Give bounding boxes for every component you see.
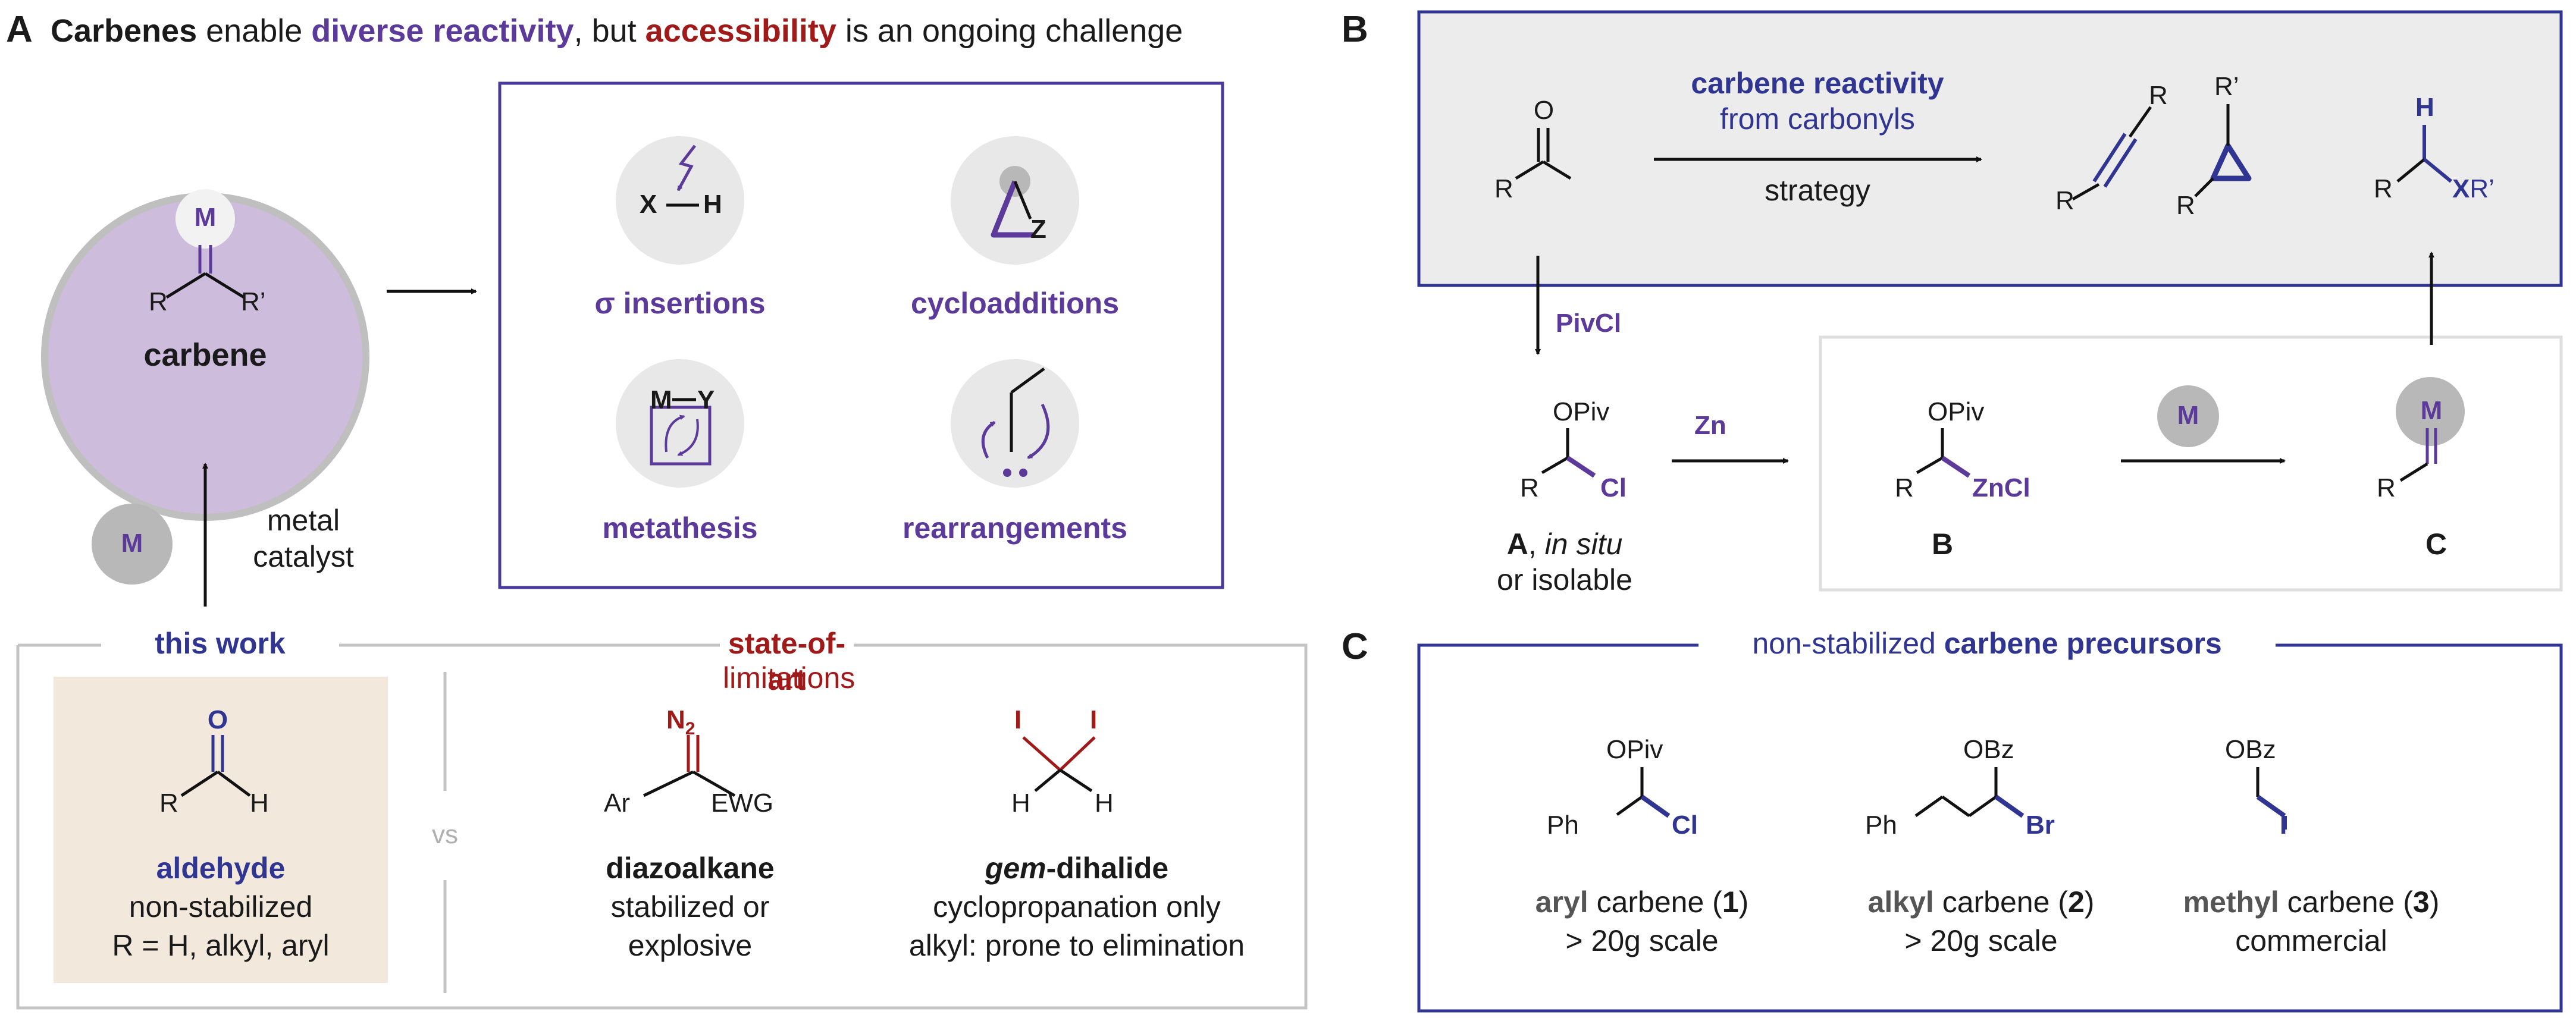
headline-diverse: diverse reactivity: [311, 13, 574, 49]
c2-ph: Ph: [1865, 810, 1897, 840]
diazo-n2: N2: [666, 705, 695, 739]
panel-b-letter: B: [1342, 9, 1368, 50]
aldehyde-name: aldehyde: [156, 852, 286, 885]
rearrangements-label: rearrangements: [902, 511, 1127, 545]
headline-accessibility: accessibility: [645, 13, 836, 49]
c3-scale: commercial: [2235, 924, 2387, 957]
aldehyde-o: O: [207, 705, 228, 734]
arrow-title-2: from carbonyls: [1720, 102, 1915, 136]
gem-i1: I: [1014, 705, 1022, 734]
c1-scale: > 20g scale: [1565, 924, 1719, 957]
cmpdB-r: R: [1895, 473, 1914, 502]
c1-label: aryl carbene (1): [1535, 885, 1749, 919]
c3-obz: OBz: [2225, 735, 2276, 764]
carbene-metal: M: [194, 203, 217, 232]
meta-m: M: [650, 385, 672, 414]
carbene-r2: R’: [241, 287, 266, 316]
pivcl-label: PivCl: [1556, 309, 1622, 338]
alkene-r-top: R: [2149, 81, 2168, 110]
metal-badge: [92, 504, 173, 585]
panel-c-letter: C: [1342, 626, 1368, 667]
cmpdA-label-2: or isolable: [1497, 563, 1632, 596]
cyclopropane-r: R: [2176, 191, 2195, 220]
diazo-line2: explosive: [628, 929, 753, 962]
sigma-x: X: [640, 190, 657, 219]
cmpdA-cl: Cl: [1600, 473, 1627, 502]
metal-badge-label: M: [121, 529, 143, 558]
product-xr: XR’: [2452, 174, 2494, 203]
cmpdB-label: B: [1931, 527, 1954, 561]
panel-c-title: non-stabilized carbene precursors: [1752, 627, 2222, 660]
headline-carbenes: Carbenes: [51, 13, 198, 49]
carbene-label: carbene: [143, 337, 267, 373]
cmpdB-opiv: OPiv: [1928, 397, 1985, 426]
sigma-insertions-label: σ insertions: [594, 287, 766, 320]
c2-obz: OBz: [1963, 735, 2014, 764]
c1-ph: Ph: [1547, 810, 1579, 840]
limitations-label: limitations: [723, 661, 855, 695]
cmpdC-label: C: [2425, 527, 2447, 561]
strat-aldehyde-o: O: [1533, 96, 1555, 125]
cmpdC-r: R: [2377, 473, 2396, 502]
cmpdA-r: R: [1520, 473, 1539, 502]
meta-y: Y: [697, 385, 715, 414]
diazo-ar: Ar: [604, 788, 630, 818]
c1-cl: Cl: [1672, 810, 1698, 840]
arrow-title-1: carbene reactivity: [1691, 67, 1944, 100]
strat-aldehyde-r: R: [1494, 174, 1513, 203]
alkene-r-bottom: R: [2055, 186, 2074, 215]
this-work-label: this work: [155, 627, 286, 660]
metal-catalyst-label: metal catalyst: [253, 504, 354, 573]
strategy-box: [1417, 10, 2563, 287]
cyclo-z: Z: [1030, 215, 1046, 244]
aldehyde-highlight: [54, 677, 388, 983]
reactivity-box: [498, 81, 1224, 589]
cmpdC-m: M: [2420, 396, 2443, 425]
metathesis-label: metathesis: [602, 511, 758, 545]
cyclopropane-r2: R’: [2214, 72, 2239, 101]
c2-br: Br: [2026, 810, 2055, 840]
c3-i: I: [2280, 810, 2287, 840]
aldehyde-line1: non-stabilized: [129, 890, 313, 923]
gem-line2: alkyl: prone to elimination: [908, 929, 1245, 962]
c2-scale: > 20g scale: [1904, 924, 2058, 957]
zn-label: Zn: [1694, 411, 1726, 440]
aldehyde-line2: R = H, alkyl, aryl: [112, 929, 330, 962]
panel-a-headline: Carbenes enable diverse reactivity, but …: [51, 13, 1183, 49]
c2-label: alkyl carbene (2): [1867, 885, 2095, 919]
gem-h2: H: [1095, 788, 1114, 818]
c1-opiv: OPiv: [1606, 735, 1663, 764]
gem-line1: cyclopropanation only: [933, 890, 1221, 923]
cmpdA-label: A, in situ: [1506, 527, 1623, 561]
diazo-ewg: EWG: [711, 788, 774, 818]
product-h: H: [2415, 93, 2434, 122]
aldehyde-r: R: [159, 788, 178, 818]
gem-i2: I: [1090, 705, 1098, 734]
product-r: R: [2374, 174, 2393, 203]
vs-label: vs: [432, 820, 458, 849]
carbene-r1: R: [149, 287, 168, 316]
step-m-badge: M: [2177, 401, 2199, 430]
strategy-label: strategy: [1765, 174, 1870, 207]
cmpdA-opiv: OPiv: [1553, 397, 1610, 426]
sigma-h: H: [703, 190, 722, 219]
cycloadditions-label: cycloadditions: [910, 287, 1120, 320]
cmpdB-zncl: ZnCl: [1972, 473, 2030, 502]
carbene-metal-highlight: [176, 189, 235, 249]
diazo-line1: stabilized or: [610, 890, 770, 923]
gem-h1: H: [1011, 788, 1030, 818]
gem-name: gem-dihalide: [985, 852, 1169, 885]
panel-a-letter: A: [6, 9, 33, 50]
c3-label: methyl carbene (3): [2183, 885, 2440, 919]
aldehyde-h: H: [250, 788, 269, 818]
diazo-name: diazoalkane: [606, 852, 775, 885]
state-of-art-label: state-of-art: [728, 627, 846, 696]
